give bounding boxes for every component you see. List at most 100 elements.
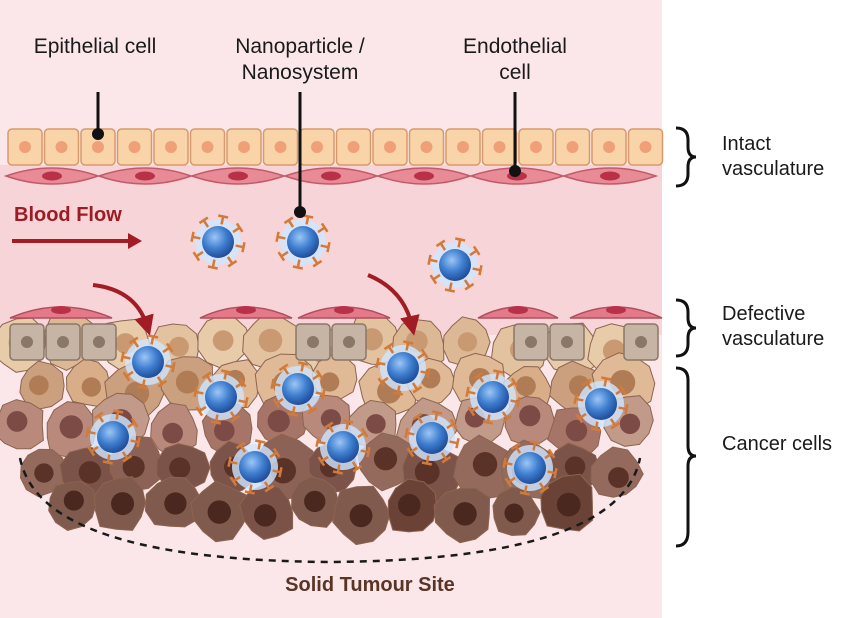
cancer-cell-nucleus	[398, 493, 421, 517]
ligand-arm	[102, 460, 113, 465]
ligand-stem	[90, 445, 99, 453]
ligand-stem	[291, 406, 296, 415]
ligand-stem	[409, 446, 418, 454]
cancer-cell-nucleus	[253, 504, 277, 527]
cancer-cell-nucleus	[519, 405, 541, 427]
endothelial-cell-label: Endothelial cell	[463, 35, 567, 84]
ligand-arm	[412, 385, 423, 394]
ligand-stem	[336, 464, 341, 473]
ligand-stem	[162, 346, 171, 354]
ligand-stem	[448, 282, 453, 291]
ligand-arm	[510, 377, 519, 388]
ligand-arm	[120, 351, 125, 362]
ligand-arm	[553, 468, 558, 479]
ligand-stem	[609, 418, 617, 427]
ligand-arm	[618, 384, 627, 395]
endothelial-nucleus	[600, 171, 620, 181]
ligand-stem	[406, 431, 415, 436]
ligand-arm	[435, 239, 446, 248]
nanoparticle	[275, 214, 331, 270]
ligand-arm	[478, 265, 483, 276]
defective-vessel-nucleus	[93, 336, 105, 348]
ligand-stem	[547, 470, 556, 475]
ligand-arm	[624, 404, 629, 415]
ligand-arm	[270, 378, 275, 389]
epithelial-nucleus	[274, 141, 287, 153]
ligand-arm	[321, 389, 326, 400]
ligand-stem	[165, 364, 174, 369]
endothelial-nucleus	[228, 171, 248, 181]
ligand-arm	[201, 371, 212, 380]
ligand-arm	[235, 441, 246, 450]
ligand-arm	[315, 436, 320, 447]
ligand-arm	[581, 378, 592, 387]
endothelial-nucleus	[135, 171, 155, 181]
ligand-arm	[519, 491, 530, 496]
nanoparticle-core	[97, 421, 129, 453]
ligand-stem	[320, 455, 329, 463]
extravasation-arrow	[367, 273, 420, 336]
ligand-arm	[193, 386, 198, 397]
cancer-cell-nucleus	[258, 328, 283, 353]
ligand-arm	[465, 386, 470, 397]
ligand-arm	[278, 363, 289, 372]
ligand-arm	[383, 342, 394, 351]
ligand-stem	[327, 424, 335, 433]
epithelial-nucleus	[566, 141, 579, 153]
ligand-arm	[122, 371, 131, 382]
ligand-stem	[97, 414, 105, 423]
endothelial-nucleus	[508, 306, 528, 314]
ligand-arm	[601, 376, 612, 381]
ligand-stem	[446, 422, 455, 430]
ligand-arm	[312, 259, 323, 268]
epithelial-nucleus	[55, 141, 68, 153]
ligand-arm	[244, 397, 249, 408]
ligand-arm	[298, 361, 309, 366]
ligand-stem	[115, 411, 120, 420]
defective-vessel-nucleus	[307, 336, 319, 348]
ligand-stem	[232, 226, 241, 234]
cancer-cell-nucleus	[59, 415, 83, 439]
ligand-stem	[141, 379, 146, 388]
ligand-stem	[507, 476, 516, 484]
ligand-arm	[227, 259, 238, 268]
ligand-arm	[317, 456, 326, 467]
epithelial-nucleus	[128, 141, 141, 153]
ligand-stem	[211, 259, 216, 268]
ligand-stem	[469, 249, 478, 257]
ligand-arm	[272, 398, 281, 409]
cancer-cell-nucleus	[366, 414, 386, 434]
nanoparticle	[573, 376, 629, 432]
cancer-cell-nucleus	[169, 457, 191, 479]
ligand-stem	[248, 484, 253, 493]
ligand-arm	[590, 427, 601, 432]
ligand-arm	[315, 369, 324, 380]
ligand-stem	[272, 469, 281, 474]
ligand-stem	[514, 445, 522, 454]
ligand-arm	[326, 242, 331, 253]
blood-flow-label: Blood Flow	[14, 204, 122, 226]
ligand-stem	[282, 366, 290, 375]
endothelial-nucleus	[236, 306, 256, 314]
vessel-lumen	[0, 165, 662, 335]
ligand-stem	[405, 342, 410, 351]
cancer-cell-nucleus	[207, 500, 232, 524]
epithelial-nucleus	[311, 141, 323, 153]
nanoparticle-core	[477, 381, 509, 413]
leader-lines	[92, 92, 521, 218]
blood-flow-arrow	[12, 233, 142, 249]
ligand-arm	[467, 406, 476, 417]
ligand-arm	[420, 348, 429, 359]
epithelial-nucleus	[603, 141, 615, 153]
ligand-arm	[444, 288, 455, 293]
ligand-arm	[137, 385, 148, 390]
ligand-stem	[538, 482, 546, 491]
ligand-arm	[235, 222, 244, 233]
cancer-cell-nucleus	[556, 492, 581, 517]
tumour-site-outline	[18, 457, 642, 564]
ligand-stem	[615, 388, 624, 396]
ligand-stem	[130, 439, 139, 444]
ligand-arm	[171, 362, 176, 373]
nanoparticle	[227, 439, 283, 495]
epithelial-nucleus	[19, 141, 31, 153]
